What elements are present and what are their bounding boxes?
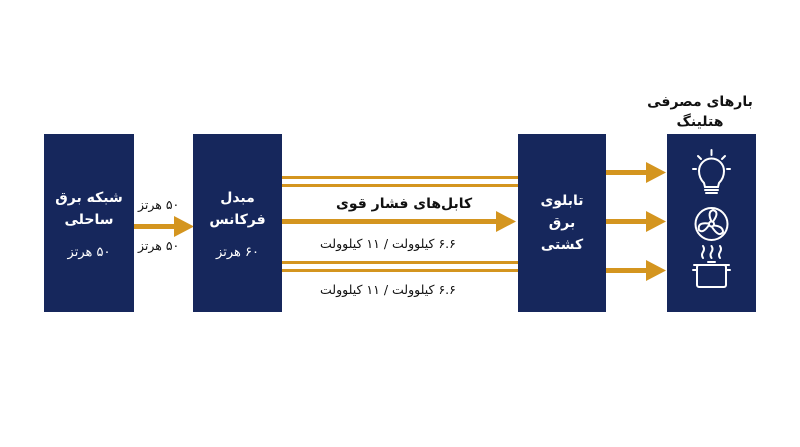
cable-bar-top xyxy=(282,176,518,187)
loads-title-line1: بارهای مصرفی xyxy=(647,94,753,110)
loads-title: بارهای مصرفی هتلینگ xyxy=(600,92,800,132)
shore-title-line2: ساحلی xyxy=(64,211,114,228)
input-frequency-label-top: ۵۰ هرتز xyxy=(138,197,180,212)
shore-title-line1: شبکه برق xyxy=(55,189,123,206)
shore-frequency: ۵۰ هرتز xyxy=(67,244,111,260)
cooking-pot-icon xyxy=(692,245,731,288)
converter-title-line1: مبدل xyxy=(220,189,255,206)
fan-icon xyxy=(694,207,729,241)
input-frequency-label-bottom: ۵۰ هرتز xyxy=(138,238,180,253)
converter-title-line2: فرکانس xyxy=(209,211,266,228)
cable-bar-bottom xyxy=(282,261,518,272)
arrow-panel-to-load-1 xyxy=(606,162,666,183)
frequency-converter-box: مبدل فرکانس ۶۰ هرتز xyxy=(193,134,282,312)
shore-power-box: شبکه برق ساحلی ۵۰ هرتز xyxy=(44,134,134,312)
panel-title-line1: تابلوی xyxy=(540,193,584,209)
cables-title: کابل‌های فشار قوی xyxy=(336,196,473,212)
loads-box xyxy=(667,134,756,312)
arrow-shore-to-converter xyxy=(134,216,194,237)
panel-title-line2: برق xyxy=(548,215,576,231)
arrow-converter-to-panel xyxy=(282,211,516,232)
ship-panel-box: تابلوی برق کشتی xyxy=(518,134,606,312)
voltage-label-2: ۶.۶ کیلوولت / ۱۱ کیلوولت xyxy=(320,282,456,297)
loads-title-line2: هتلینگ xyxy=(676,114,724,130)
converter-frequency: ۶۰ هرتز xyxy=(216,244,259,260)
arrow-panel-to-load-2 xyxy=(606,211,666,232)
panel-title-line3: کشتی xyxy=(540,237,584,253)
arrow-panel-to-load-3 xyxy=(606,260,666,281)
voltage-label-1: ۶.۶ کیلوولت / ۱۱ کیلوولت xyxy=(320,236,456,251)
lightbulb-icon xyxy=(692,149,731,194)
loads-icons xyxy=(692,149,731,288)
